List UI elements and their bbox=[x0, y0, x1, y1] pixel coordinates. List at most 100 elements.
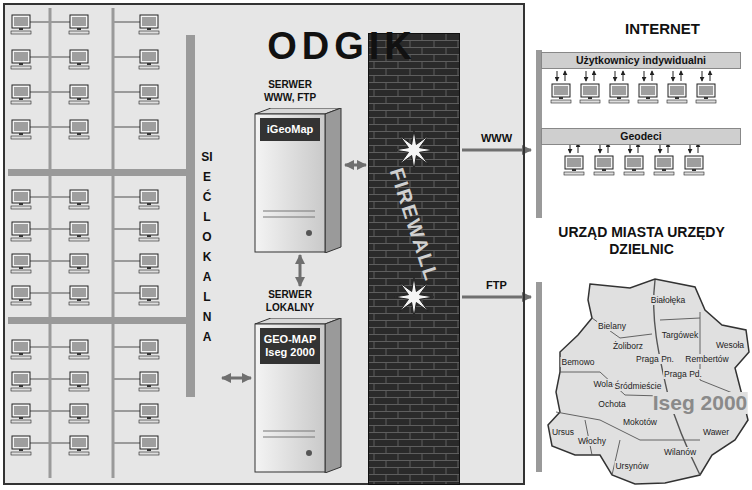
lan-tick bbox=[113, 91, 140, 93]
screen bbox=[567, 158, 581, 167]
keyboard bbox=[11, 388, 31, 391]
district-name: Bielany bbox=[597, 321, 627, 331]
keyboard bbox=[139, 356, 159, 359]
lan-tick bbox=[50, 196, 70, 198]
lan-tick bbox=[50, 260, 70, 262]
monitor bbox=[12, 436, 30, 449]
screen bbox=[687, 158, 701, 167]
screen bbox=[14, 192, 28, 201]
district-name: Mokotów bbox=[622, 417, 658, 427]
monitor bbox=[12, 15, 30, 28]
stand bbox=[147, 63, 151, 65]
lan-tick bbox=[113, 21, 140, 23]
tower-front bbox=[255, 114, 325, 252]
keyboard bbox=[139, 206, 159, 209]
power-button bbox=[306, 450, 312, 456]
keyboard bbox=[11, 101, 31, 104]
lan-tick bbox=[50, 346, 70, 348]
down-arrow bbox=[702, 71, 703, 81]
protocol-label: FTP bbox=[484, 279, 509, 292]
monitor bbox=[140, 120, 158, 133]
monitor bbox=[70, 120, 88, 133]
screen bbox=[14, 438, 28, 447]
keyboard bbox=[139, 31, 159, 34]
keyboard bbox=[69, 388, 89, 391]
power-button bbox=[306, 230, 312, 236]
computer-icon bbox=[139, 436, 159, 455]
monitor bbox=[565, 156, 583, 169]
keyboard bbox=[69, 420, 89, 423]
stand bbox=[662, 169, 666, 171]
office-region: SIEĆ LOKALNASERWER WWW, FTPiGeoMapSERWER… bbox=[3, 3, 525, 485]
monitor bbox=[655, 156, 673, 169]
screen bbox=[554, 86, 568, 95]
drive-slot bbox=[263, 217, 315, 218]
stand bbox=[77, 203, 81, 205]
monitor bbox=[140, 436, 158, 449]
stand bbox=[572, 169, 576, 171]
lan-bus: SIEĆ LOKALNA bbox=[186, 35, 220, 397]
computer-icon bbox=[69, 254, 89, 273]
server-software: iGeoMap bbox=[260, 118, 320, 141]
down-arrow bbox=[586, 71, 587, 81]
screen bbox=[72, 224, 86, 233]
lan-wire bbox=[49, 8, 52, 478]
up-arrow bbox=[710, 71, 711, 81]
up-arrow bbox=[681, 71, 682, 81]
keyboard bbox=[69, 206, 89, 209]
screen bbox=[14, 17, 28, 26]
keyboard bbox=[139, 388, 159, 391]
screen bbox=[14, 406, 28, 415]
screen bbox=[72, 288, 86, 297]
lan-tick bbox=[50, 126, 70, 128]
monitor bbox=[70, 50, 88, 63]
keyboard bbox=[69, 66, 89, 69]
stand bbox=[617, 97, 621, 99]
lan-tick bbox=[30, 442, 50, 444]
monitor bbox=[70, 15, 88, 28]
stand bbox=[77, 299, 81, 301]
computer-icon bbox=[11, 286, 31, 305]
keyboard bbox=[139, 136, 159, 139]
screen bbox=[142, 122, 156, 131]
lan-tick bbox=[50, 442, 70, 444]
lan-tick bbox=[30, 378, 50, 380]
computer-icon bbox=[69, 15, 89, 34]
screen bbox=[72, 17, 86, 26]
keyboard bbox=[11, 66, 31, 69]
stand bbox=[147, 449, 151, 451]
computer-icon bbox=[11, 85, 31, 104]
district-name: Włochy bbox=[577, 436, 607, 446]
stand bbox=[77, 98, 81, 100]
monitor bbox=[12, 222, 30, 235]
down-arrow bbox=[644, 71, 645, 81]
monitor bbox=[12, 50, 30, 63]
screen bbox=[142, 17, 156, 26]
keyboard bbox=[594, 172, 614, 175]
district-name: Śródmieście bbox=[614, 381, 663, 391]
data-flow-arrow bbox=[462, 296, 531, 299]
computer-icon bbox=[654, 143, 674, 175]
data-flow-arrow bbox=[222, 377, 251, 380]
stand bbox=[559, 97, 563, 99]
stand bbox=[19, 28, 23, 30]
stand bbox=[77, 133, 81, 135]
computer-icon bbox=[11, 372, 31, 391]
web-server: SERWER WWW, FTPiGeoMap bbox=[253, 78, 343, 253]
monitor bbox=[140, 50, 158, 63]
monitor bbox=[610, 84, 628, 97]
computer-icon bbox=[69, 436, 89, 455]
lan-wire bbox=[112, 8, 115, 478]
screen bbox=[72, 87, 86, 96]
screen bbox=[72, 256, 86, 265]
computer-grid bbox=[11, 15, 159, 455]
lan-tick bbox=[113, 56, 140, 58]
monitor bbox=[70, 190, 88, 203]
screen bbox=[142, 87, 156, 96]
user-band: Geodeci bbox=[541, 128, 741, 145]
office-ground bbox=[3, 3, 525, 485]
stand bbox=[19, 235, 23, 237]
keyboard bbox=[11, 206, 31, 209]
screen bbox=[142, 438, 156, 447]
district-name: Białołęka bbox=[650, 295, 687, 305]
